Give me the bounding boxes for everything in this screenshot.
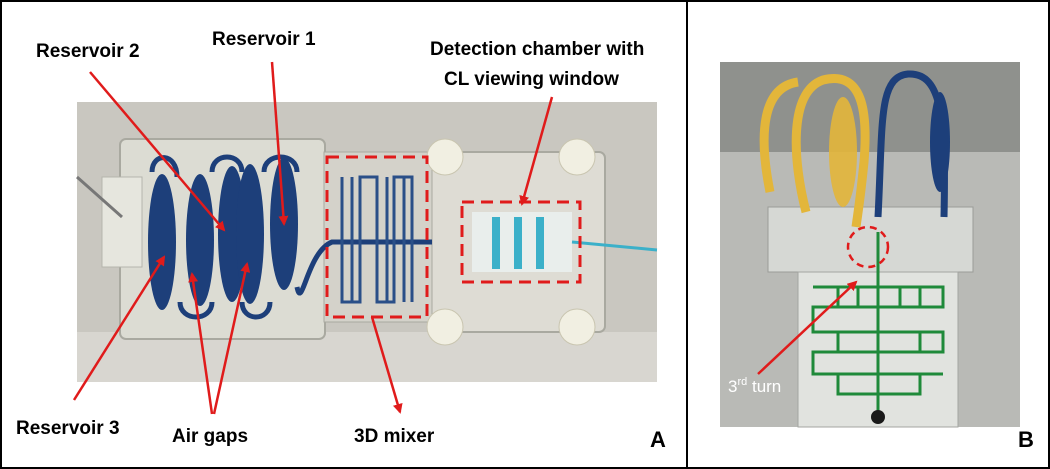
corner-knobs: [426, 138, 596, 346]
panel-a: Reservoir 1 Reservoir 2 Reservoir 3 Dete…: [0, 0, 688, 469]
green-serpentine: [811, 232, 945, 412]
label-3rd-turn: 3rd turn: [728, 376, 781, 396]
panel-a-photo: Reservoir 1 Reservoir 2 Reservoir 3 Dete…: [16, 29, 666, 452]
panel-b: 3rd turn B: [686, 0, 1050, 469]
arrow-reservoir-1: [270, 61, 289, 226]
chip-top: [767, 206, 974, 273]
arrow-air-gap-1: [188, 272, 214, 415]
arrow-mixer: [370, 316, 403, 414]
label-detection-line2: CL viewing window: [444, 69, 619, 90]
arrow-3rd-turn: [757, 280, 858, 375]
arrow-air-gap-2: [212, 262, 251, 415]
arrow-reservoir-2: [89, 71, 226, 232]
junction-highlight-circle: [846, 225, 890, 269]
arrow-detection: [519, 96, 554, 206]
mixer-serpentine: [340, 175, 414, 304]
label-detection-line1: Detection chamber with: [430, 39, 644, 60]
label-reservoir-2: Reservoir 2: [36, 41, 140, 62]
panel-b-photo: 3rd turn B: [720, 62, 1034, 452]
yellow-tube: [759, 74, 870, 228]
label-reservoir-1: Reservoir 1: [212, 29, 316, 50]
label-reservoir-3: Reservoir 3: [16, 418, 120, 439]
annotation-arrows: [72, 61, 554, 415]
arrow-reservoir-3: [72, 255, 166, 401]
mixer-highlight-box: [325, 155, 429, 319]
label-air-gaps: Air gaps: [172, 426, 248, 447]
label-3d-mixer: 3D mixer: [354, 426, 435, 447]
detection-channels: [492, 217, 544, 269]
panel-letter-a: A: [650, 427, 666, 452]
panel-letter-b: B: [1018, 427, 1034, 452]
